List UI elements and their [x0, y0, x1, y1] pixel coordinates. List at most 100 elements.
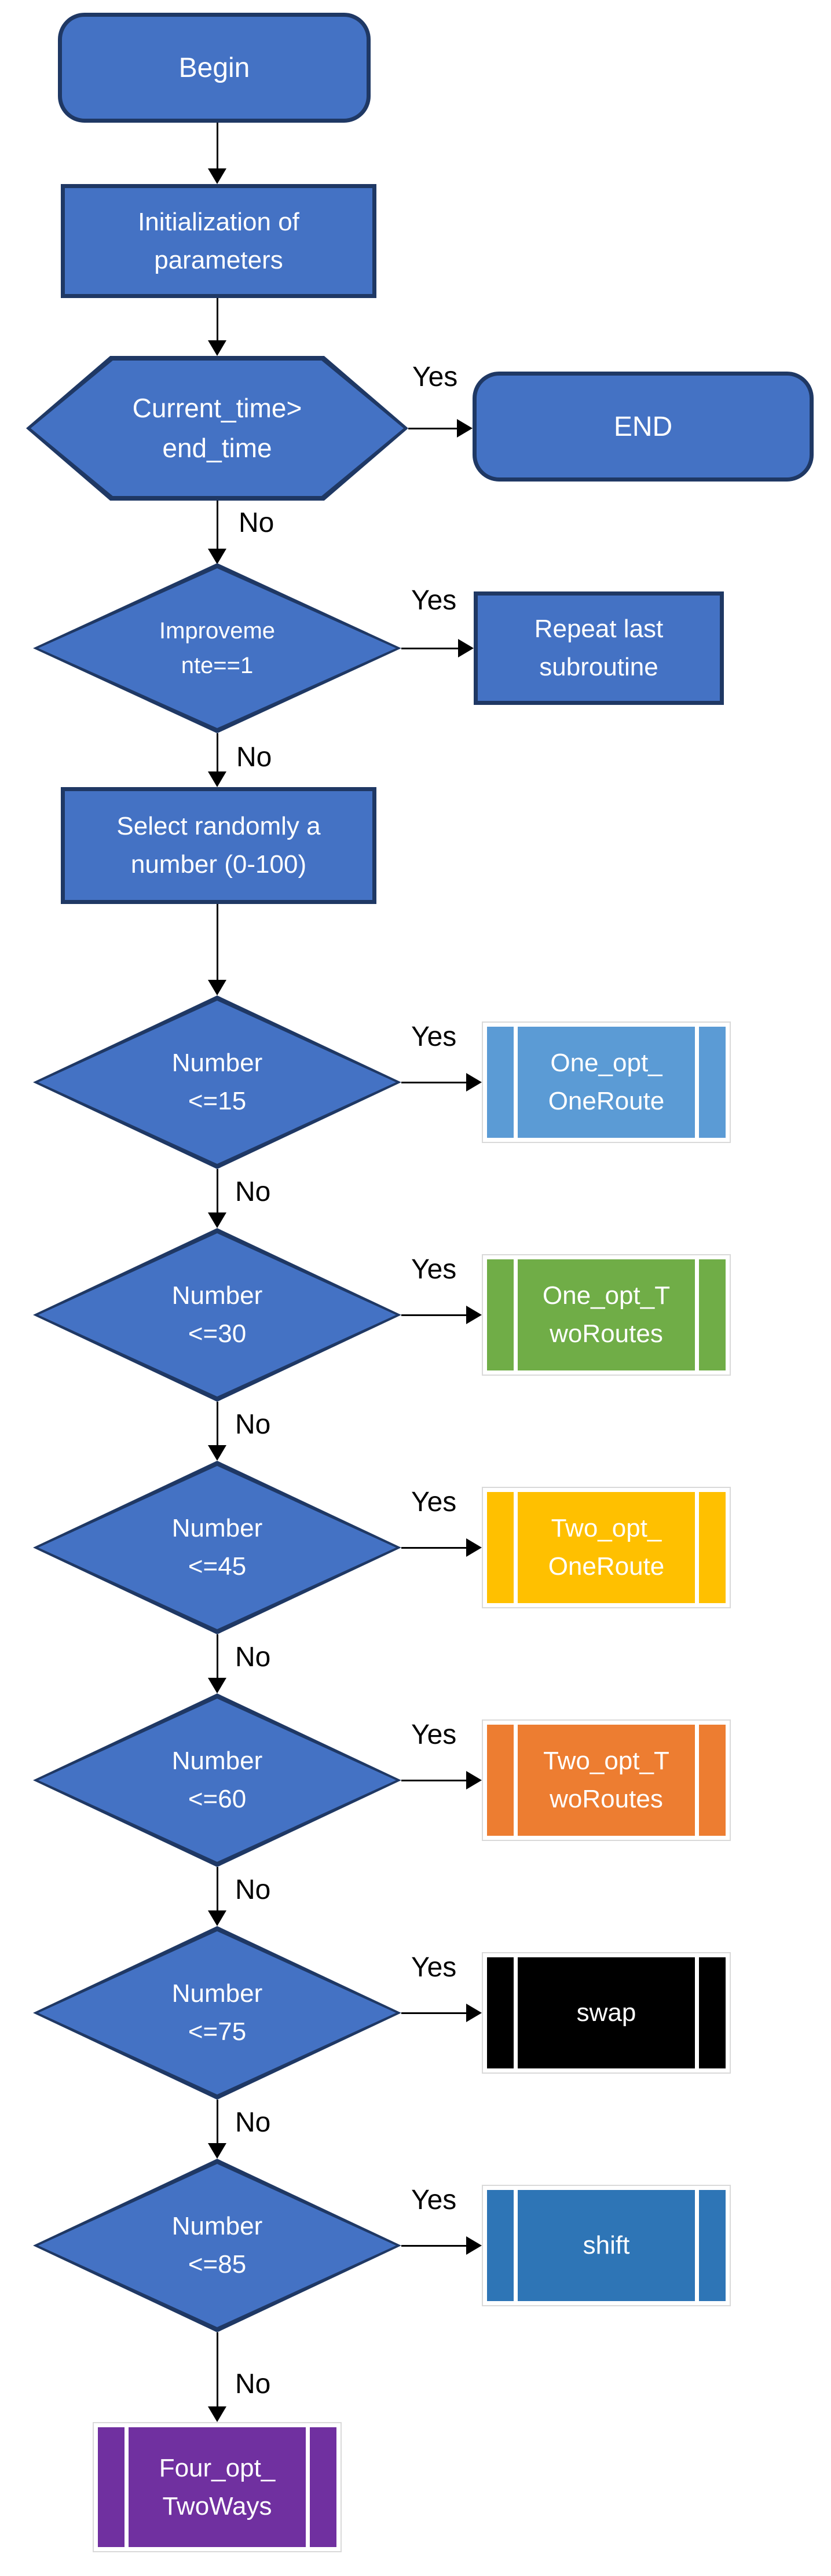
- subroutine-line1: Four_opt_: [159, 2453, 276, 2482]
- decision-n60-line1: Number: [171, 1747, 263, 1775]
- decision-n15: Number <=15: [33, 995, 401, 1169]
- arrow-n45-to-box: [401, 1538, 482, 1557]
- yes-label: Yes: [411, 1487, 457, 1517]
- decision-n60-line2: <=60: [188, 1785, 247, 1813]
- repeat-line1: Repeat last: [534, 615, 664, 643]
- arrow-n60-to-box: [401, 1771, 482, 1789]
- improvement-decision-line2: nte==1: [181, 653, 254, 678]
- subroutine-label: shift: [583, 2231, 630, 2259]
- subroutine-line2: woRoutes: [550, 1320, 663, 1348]
- yes-label: Yes: [411, 585, 457, 616]
- subroutine-line1: One_opt_: [550, 1049, 662, 1077]
- side-bar: [487, 1957, 514, 2068]
- subroutine-one-opt-tworoutes: One_opt_T woRoutes: [482, 1254, 731, 1376]
- subroutine-line2: woRoutes: [550, 1785, 663, 1813]
- end-label: END: [613, 411, 673, 442]
- arrow-init-to-timecond: [208, 298, 226, 356]
- arrow-improvecond-to-repeat: [401, 639, 474, 657]
- side-bar: [98, 2427, 125, 2547]
- subroutine-one-opt-oneroute: One_opt_ OneRoute: [482, 1021, 731, 1143]
- begin-label: Begin: [178, 52, 250, 83]
- select-line1: Select randomly a: [116, 812, 321, 840]
- subroutine-line1: Two_opt_T: [543, 1747, 669, 1775]
- side-bar: [699, 1492, 726, 1603]
- decision-n45-line1: Number: [171, 1514, 263, 1542]
- yes-label: Yes: [412, 362, 458, 392]
- select-node: Select randomly a number (0-100): [61, 787, 376, 904]
- side-bar: [699, 1957, 726, 2068]
- arrow-n45-to-n60: [208, 1634, 226, 1693]
- decision-n60: Number <=60: [33, 1693, 401, 1867]
- arrow-n85-to-fouropt: [208, 2332, 226, 2422]
- no-label: No: [235, 2107, 271, 2138]
- subroutine-four-opt-twoways: Four_opt_ TwoWays: [93, 2422, 342, 2552]
- decision-n30-line1: Number: [171, 1281, 263, 1310]
- decision-n30-line2: <=30: [188, 1320, 247, 1348]
- arrow-n85-to-box: [401, 2236, 482, 2255]
- select-line2: number (0-100): [130, 850, 307, 879]
- init-node: Initialization of parameters: [61, 184, 376, 298]
- repeat-line2: subroutine: [539, 653, 658, 681]
- init-line1: Initialization of: [138, 207, 299, 236]
- end-node: END: [473, 372, 814, 482]
- no-label: No: [235, 2369, 271, 2399]
- repeat-node: Repeat last subroutine: [474, 591, 724, 705]
- arrow-n75-to-n85: [208, 2100, 226, 2159]
- yes-label: Yes: [411, 1254, 457, 1285]
- subroutine-two-opt-oneroute: Two_opt_ OneRoute: [482, 1487, 731, 1608]
- yes-label: Yes: [411, 1952, 457, 1983]
- decision-n85: Number <=85: [33, 2159, 401, 2332]
- subroutine-line2: OneRoute: [548, 1552, 665, 1581]
- no-label: No: [235, 1642, 271, 1673]
- time-decision-line1: Current_time>: [132, 393, 302, 423]
- yes-label: Yes: [411, 2185, 457, 2215]
- no-label: No: [236, 742, 272, 773]
- decision-n75-line1: Number: [171, 1979, 263, 2008]
- subroutine-line2: TwoWays: [162, 2492, 272, 2520]
- yes-label: Yes: [411, 1021, 457, 1052]
- decision-n85-line2: <=85: [188, 2250, 247, 2279]
- init-line2: parameters: [154, 245, 283, 274]
- no-label: No: [235, 1409, 271, 1440]
- subroutine-swap: swap: [482, 1952, 731, 2074]
- arrow-n60-to-n75: [208, 1867, 226, 1926]
- subroutine-line2: OneRoute: [548, 1087, 665, 1115]
- side-bar: [487, 1027, 514, 1138]
- side-bar: [699, 1027, 726, 1138]
- begin-node: Begin: [58, 13, 371, 123]
- arrow-begin-to-init: [208, 123, 226, 184]
- side-bar: [699, 1725, 726, 1836]
- side-bar: [487, 1492, 514, 1603]
- arrow-n75-to-box: [401, 2004, 482, 2022]
- side-bar: [487, 1259, 514, 1370]
- arrow-select-to-n15: [208, 904, 226, 995]
- improvement-decision: Improveme nte==1: [33, 563, 401, 733]
- time-decision: Current_time> end_time: [26, 356, 408, 501]
- side-bar: [310, 2427, 336, 2547]
- subroutine-two-opt-tworoutes: Two_opt_T woRoutes: [482, 1719, 731, 1841]
- decision-n75: Number <=75: [33, 1926, 401, 2100]
- side-bar: [699, 1259, 726, 1370]
- arrow-n30-to-n45: [208, 1402, 226, 1461]
- no-label: No: [239, 508, 274, 538]
- no-label: No: [235, 1875, 271, 1905]
- side-bar: [487, 2190, 514, 2301]
- arrow-timecond-to-end: [408, 419, 473, 438]
- arrow-n15-to-box: [401, 1073, 482, 1092]
- arrow-n15-to-n30: [208, 1169, 226, 1228]
- decision-n15-line1: Number: [171, 1049, 263, 1077]
- side-bar: [487, 1725, 514, 1836]
- decision-n45: Number <=45: [33, 1461, 401, 1634]
- decision-n45-line2: <=45: [188, 1552, 247, 1581]
- subroutine-line1: Two_opt_: [551, 1514, 662, 1542]
- no-label: No: [235, 1177, 271, 1207]
- subroutine-shift: shift: [482, 2185, 731, 2306]
- yes-label: Yes: [411, 1719, 457, 1750]
- arrow-timecond-to-improvecond: [208, 501, 226, 564]
- arrow-n30-to-box: [401, 1306, 482, 1324]
- subroutine-line1: One_opt_T: [542, 1281, 671, 1310]
- side-bar: [699, 2190, 726, 2301]
- decision-n15-line2: <=15: [188, 1087, 247, 1115]
- subroutine-label: swap: [576, 1998, 636, 2027]
